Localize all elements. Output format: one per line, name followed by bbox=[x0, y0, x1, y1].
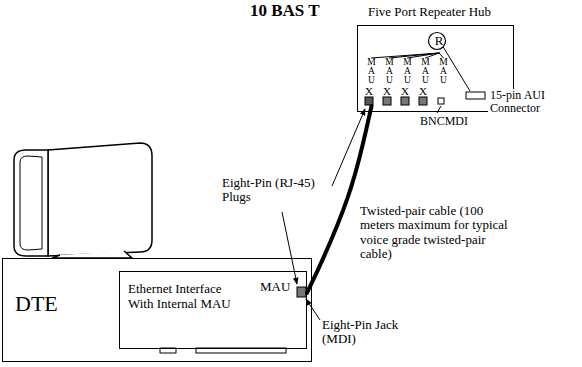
mau-unit: MAU bbox=[436, 58, 451, 106]
mau-label: MAU bbox=[439, 58, 449, 85]
dte-label: DTE bbox=[15, 291, 58, 316]
mau-unit: MAU bbox=[382, 58, 397, 106]
repeater-circle: R bbox=[428, 32, 450, 53]
leader-line bbox=[282, 212, 297, 284]
hub-port bbox=[401, 97, 409, 105]
mau-label: MAU bbox=[367, 58, 377, 85]
interface-label: Ethernet Interface With Internal MAU bbox=[128, 282, 240, 312]
monitor-housing bbox=[48, 143, 152, 256]
monitor-screen bbox=[20, 156, 42, 250]
monitor-bezel bbox=[14, 150, 48, 256]
repeater-label: R bbox=[428, 32, 450, 50]
crossover-mark: X bbox=[383, 85, 391, 97]
bnc-port bbox=[438, 98, 444, 104]
aui-label: 15-pin AUI Connector bbox=[488, 89, 578, 115]
diagram-title: 10 BAS T bbox=[250, 1, 320, 21]
rj45-jack bbox=[297, 287, 306, 297]
jack-label: Eight-Pin Jack (MDI) bbox=[322, 318, 432, 347]
twisted-pair-cable bbox=[307, 106, 372, 293]
hub-heading: Five Port Repeater Hub bbox=[368, 5, 491, 20]
dte-box: Ethernet Interface With Internal MAU MAU D… bbox=[2, 258, 312, 362]
mau-unit: MAU bbox=[400, 58, 415, 106]
crossover-mark: X bbox=[419, 85, 427, 97]
mau-label: MAU bbox=[385, 58, 395, 85]
hub-port bbox=[365, 97, 373, 105]
aui-connector bbox=[466, 92, 485, 99]
mau-label: MAU bbox=[421, 58, 431, 85]
mau-label: MAU bbox=[260, 280, 290, 295]
mau-label: MAU bbox=[403, 58, 413, 85]
hub-port bbox=[419, 97, 427, 105]
mau-unit: MAU bbox=[364, 58, 379, 106]
cable-label: Twisted-pair cable (100 meters maximum f… bbox=[360, 204, 510, 261]
leader-line bbox=[306, 299, 320, 320]
crossover-mark: X bbox=[401, 85, 409, 97]
monitor-stand bbox=[52, 251, 132, 258]
bnc-label: BNCMDI bbox=[420, 115, 468, 128]
crossover-mark: X bbox=[365, 85, 373, 97]
repeater-link bbox=[390, 53, 440, 58]
plug-label: Eight-Pin (RJ-45) Plugs bbox=[222, 176, 330, 205]
hub-port bbox=[383, 97, 391, 105]
ethernet-interface-card: Ethernet Interface With Internal MAU MAU bbox=[119, 271, 307, 349]
mau-unit: MAU bbox=[418, 58, 433, 106]
